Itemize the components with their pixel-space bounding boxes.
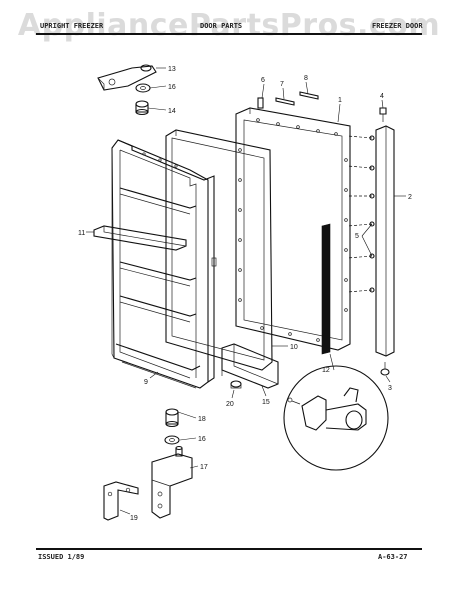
callout-16-top: 16 [168, 84, 176, 91]
callout-13: 13 [168, 66, 176, 73]
page-code: A-63-27 [378, 553, 408, 561]
part-shelf-bar [93, 225, 187, 251]
callout-18: 18 [198, 416, 206, 423]
header-right-title: FREEZER DOOR [372, 22, 423, 30]
part-door-inner-panel [111, 139, 217, 389]
part-washer-top [135, 83, 151, 93]
part-washer-bottom [164, 435, 180, 445]
part-screw-top [379, 107, 387, 122]
part-bottom-hinge-bar [221, 343, 279, 389]
header-center-title: DOOR PARTS [200, 22, 243, 30]
callout-15: 15 [262, 399, 270, 406]
callout-3: 3 [388, 385, 392, 392]
callout-2: 2 [408, 194, 412, 201]
callout-10: 10 [290, 344, 298, 351]
leader-lines [86, 67, 406, 515]
callout-4: 4 [380, 93, 384, 100]
part-fastener [230, 380, 242, 389]
part-l-bracket [103, 481, 139, 521]
watermark: AppliancePartsPros.com [17, 8, 441, 43]
callout-1: 1 [338, 97, 342, 104]
part-latch-detail [283, 353, 389, 471]
part-door-handle-strip [375, 125, 395, 357]
part-rod-8 [299, 91, 319, 100]
callout-19: 19 [130, 515, 138, 522]
callout-9: 9 [144, 379, 148, 386]
part-bushing [135, 100, 149, 116]
part-rod-7 [275, 97, 295, 106]
part-door-gasket [165, 129, 273, 371]
header-rule [36, 33, 422, 35]
part-outer-door-frame [235, 107, 351, 351]
callout-6: 6 [261, 77, 265, 84]
issued-date: ISSUED 1/89 [38, 553, 85, 561]
callout-14: 14 [168, 108, 176, 115]
part-frame-screws [347, 135, 375, 293]
part-screw-bottom [380, 362, 390, 376]
callout-8: 8 [304, 75, 308, 82]
header-left-title: UPRIGHT FREEZER [40, 22, 104, 30]
part-bottom-bushing [165, 408, 179, 428]
callout-17: 17 [200, 464, 208, 471]
callout-7: 7 [280, 81, 284, 88]
callout-20: 20 [226, 401, 234, 408]
part-top-hinge-bracket [97, 64, 157, 91]
part-pin [257, 97, 264, 109]
callout-16-bottom: 16 [198, 436, 206, 443]
part-wire-cable [321, 223, 331, 355]
part-bottom-hinge [151, 445, 193, 519]
footer-rule [36, 548, 422, 550]
callout-12: 12 [322, 367, 330, 374]
callout-5: 5 [355, 233, 359, 240]
frame-screw-holes [238, 118, 348, 342]
callout-11: 11 [78, 230, 85, 237]
